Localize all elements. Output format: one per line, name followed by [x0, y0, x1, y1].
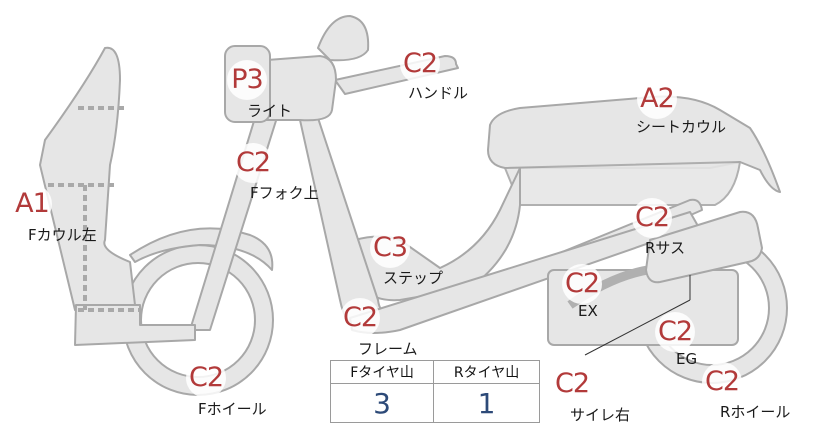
cowl-bottom-shape — [74, 304, 196, 346]
label-ex: EX — [578, 302, 598, 320]
label-frame: フレーム — [358, 340, 418, 358]
grade-handle: C2 — [400, 44, 440, 84]
label-r-wheel: Rホイール — [720, 403, 791, 421]
windscreen-shape — [317, 15, 370, 62]
grade-f-fork-upper: C2 — [233, 143, 273, 183]
label-f-cowl-left: Fカウル左 — [28, 226, 97, 244]
grade-frame: C2 — [340, 298, 380, 338]
rsus-shape — [645, 210, 763, 284]
grade-f-cowl-left: A1 — [12, 184, 52, 224]
grade-f-wheel: C2 — [186, 358, 226, 398]
label-f-wheel: Fホイール — [198, 400, 267, 418]
grade-seat-cowl: A2 — [637, 79, 677, 119]
front-cowl-shape — [39, 46, 136, 311]
grade-muffler-right: C2 — [552, 364, 592, 404]
label-seat-cowl: シートカウル — [636, 118, 727, 136]
label-eg: EG — [676, 350, 698, 368]
grade-step: C3 — [370, 228, 410, 268]
grade-ex: C2 — [562, 264, 602, 304]
label-handle: ハンドル — [408, 84, 469, 102]
label-light: ライト — [247, 102, 293, 120]
grade-eg: C2 — [655, 312, 695, 352]
label-muffler-right: サイレ右 — [570, 406, 631, 424]
label-f-fork-upper: Fフォク上 — [250, 184, 319, 202]
grade-r-sus: C2 — [632, 198, 672, 238]
front-tire-header: Fタイヤ山 — [329, 360, 435, 384]
rear-tire-value: 1 — [433, 383, 540, 423]
front-tire-value: 3 — [329, 383, 435, 423]
label-r-sus: Rサス — [645, 239, 686, 257]
grade-r-wheel: C2 — [702, 362, 742, 402]
rear-body-shape — [504, 161, 741, 206]
rear-tire-header: Rタイヤ山 — [433, 360, 540, 384]
tire-tread-table: Fタイヤ山 Rタイヤ山 3 1 — [329, 360, 540, 423]
grade-light: P3 — [227, 60, 267, 100]
label-step: ステップ — [383, 269, 444, 287]
